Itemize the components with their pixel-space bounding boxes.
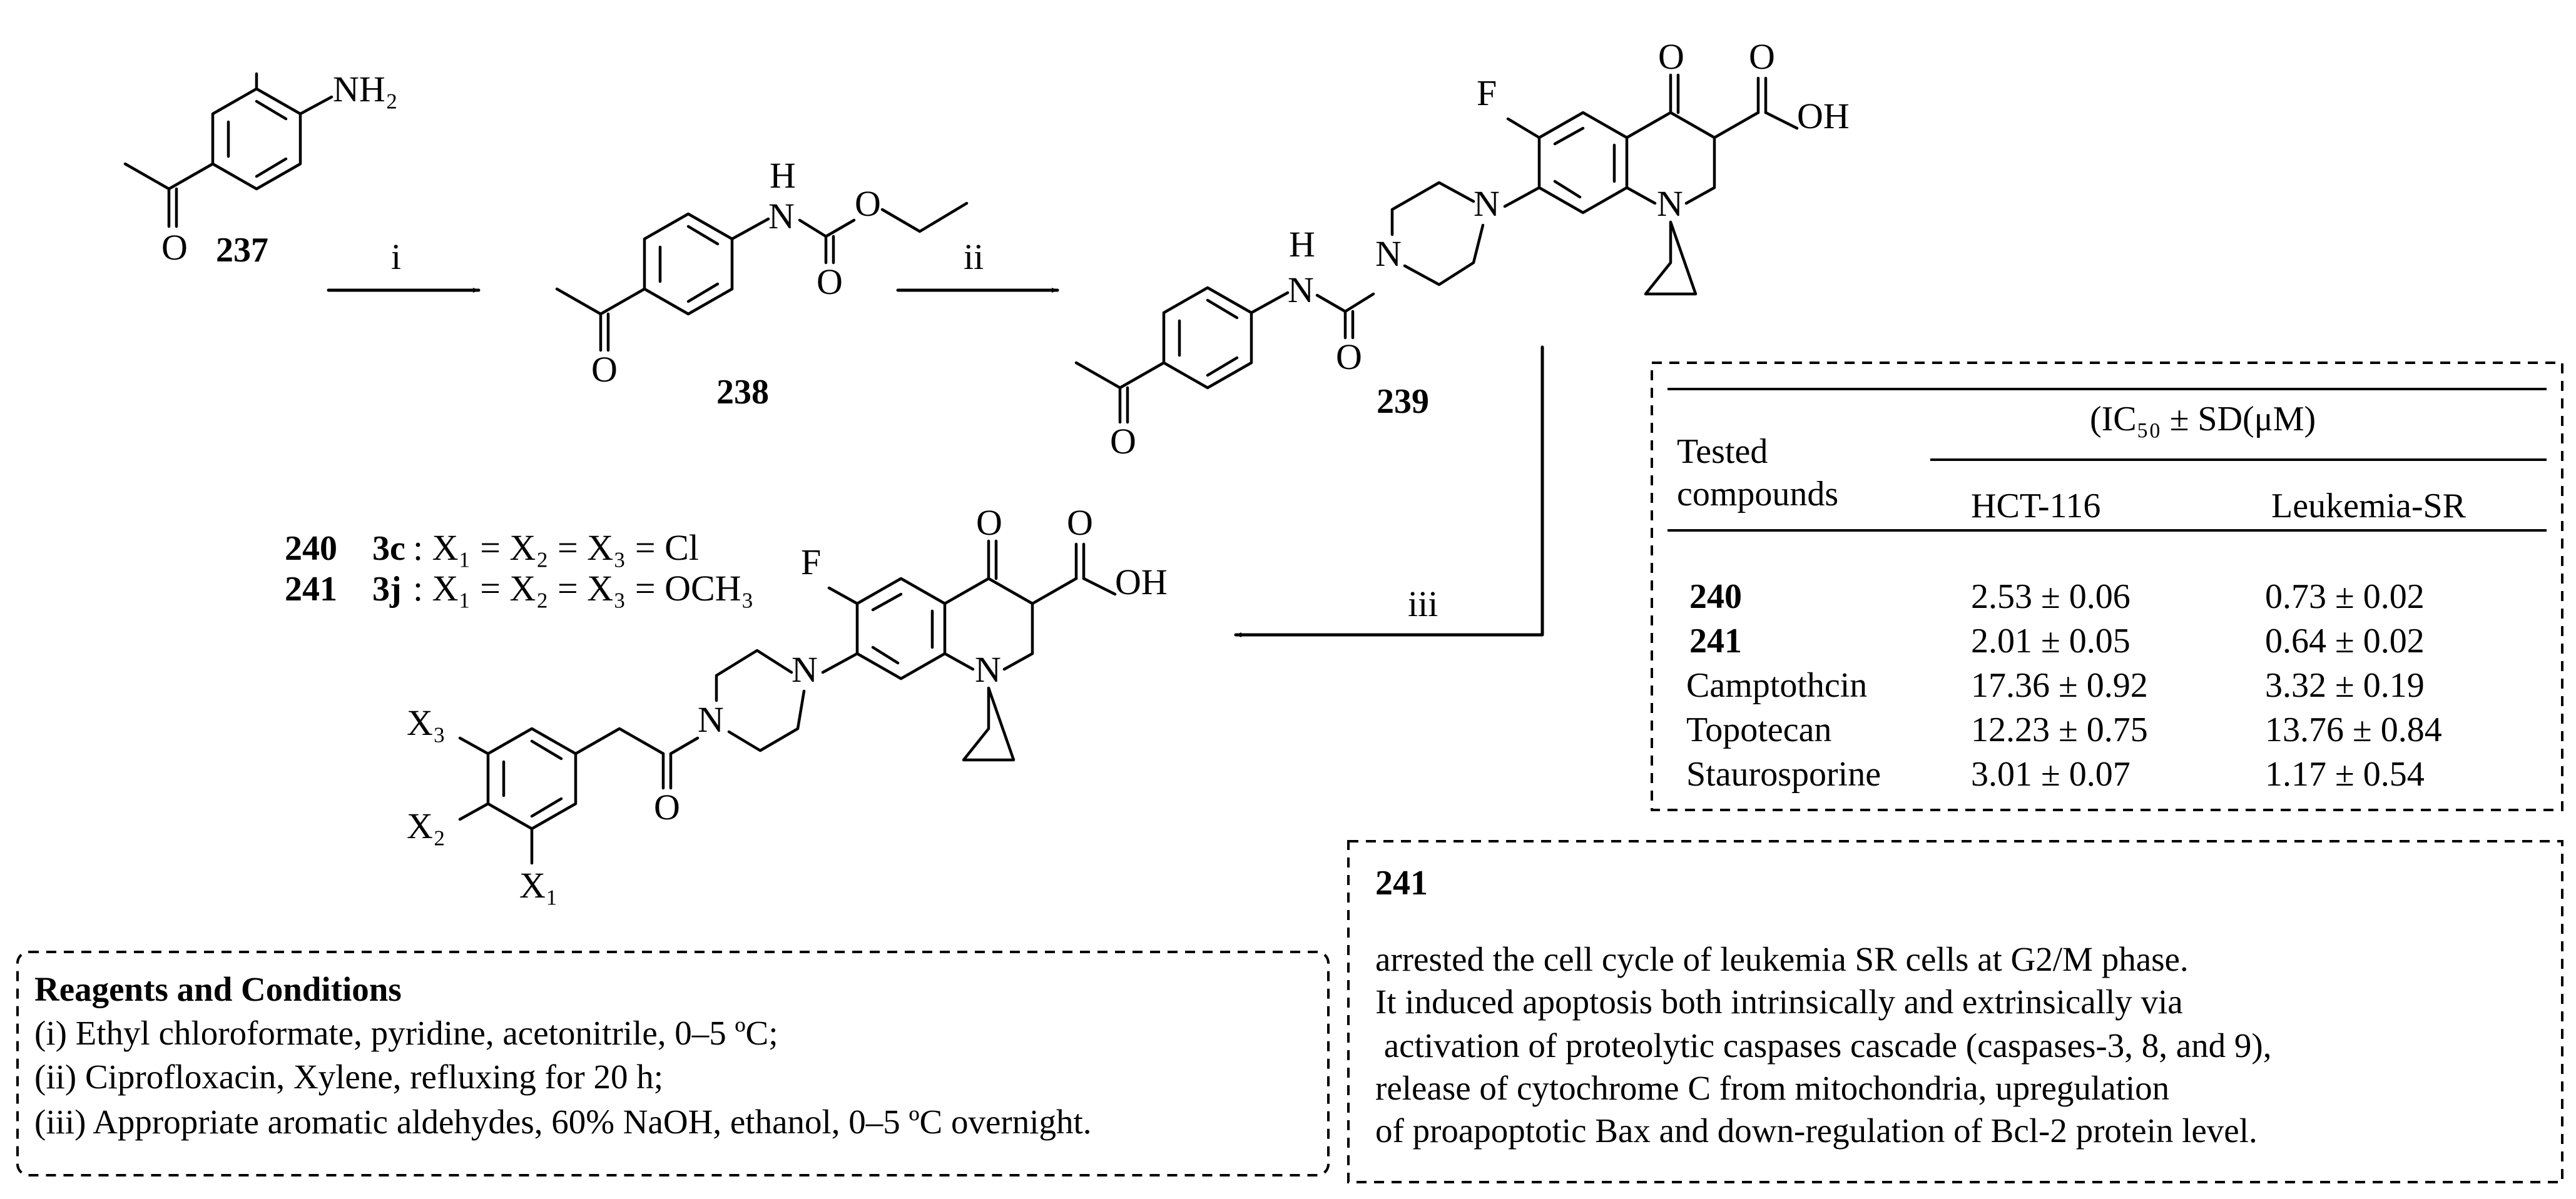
reagents-line-3: (iii) Appropriate aromatic aldehydes, 60…: [34, 1103, 1092, 1141]
carbonyl-o-label: O: [161, 227, 188, 268]
quinolone-n-label: N: [975, 649, 1001, 690]
reagents-box: Reagents and Conditions (i) Ethyl chloro…: [16, 951, 1330, 1176]
table-row: 241 2.01 ± 0.05 0.64 ± 0.02: [1689, 622, 2425, 660]
urea-o-label: O: [1336, 336, 1362, 377]
product-structure: X₃ X₂ X₁ O N N F O O OH N: [407, 502, 1168, 906]
row-compound: 241: [1689, 622, 1742, 660]
acid-oh-label: OH: [1115, 562, 1168, 602]
amide-o-label: O: [654, 787, 680, 827]
compound-238-label: 238: [716, 373, 769, 412]
step-iii-label: iii: [1408, 584, 1438, 624]
ester-o-label: O: [855, 183, 881, 224]
compound-237-label: 237: [216, 231, 268, 270]
compound-238-structure: O N H O O 238: [555, 155, 969, 412]
row-compound: Camptothcin: [1686, 666, 1867, 705]
row-leukemia-value: 3.32 ± 0.19: [2265, 666, 2425, 705]
x3-label: X₃: [407, 702, 445, 743]
reagents-title: Reagents and Conditions: [34, 970, 402, 1008]
ketone-o-label: O: [1658, 36, 1684, 77]
compound-237-structure: NH₂ O 237: [123, 69, 398, 270]
product-240-code: 3c: [372, 529, 405, 568]
table-body: 240 2.53 ± 0.06 0.73 ± 0.02 241 2.01 ± 0.05 0…: [1686, 577, 2442, 794]
findings-line-4: release of cytochrome C from mitochondri…: [1375, 1069, 2169, 1107]
table-row: 240 2.53 ± 0.06 0.73 ± 0.02: [1689, 577, 2425, 616]
product-240-number: 240: [285, 529, 337, 568]
row-hct116-value: 2.53 ± 0.06: [1971, 577, 2131, 616]
table-row: Topotecan 12.23 ± 0.75 13.76 ± 0.84: [1686, 711, 2442, 749]
row-hct116-value: 2.01 ± 0.05: [1971, 622, 2131, 660]
product-legend: 240 3c : X₁ = X₂ = X₃ = Cl 241 3j : X₁ =…: [285, 527, 754, 609]
ic50-group-header: (IC₅₀ ± SD(μM): [2090, 400, 2316, 438]
fluorine-label: F: [801, 542, 821, 582]
piperazine-n-label: N: [1375, 233, 1402, 274]
product-241-substituents: : X₁ = X₂ = X₃ = OCH₃: [413, 568, 754, 609]
urea-h-label: H: [1289, 224, 1315, 265]
tested-header-line2: compounds: [1677, 475, 1838, 513]
table-row: Staurosporine 3.01 ± 0.07 1.17 ± 0.54: [1686, 755, 2425, 794]
product-241-code: 3j: [372, 570, 402, 609]
ic50-table: (IC₅₀ ± SD(μM) Tested compounds HCT-116 …: [1651, 362, 2563, 811]
compound-239-structure: O N H O N N F O O OH N 239: [1074, 36, 1850, 462]
findings-frame: [1347, 840, 2563, 1183]
acid-oh-label: OH: [1797, 96, 1850, 136]
product-240-substituents: : X₁ = X₂ = X₃ = Cl: [413, 527, 699, 568]
carbonyl-o-label: O: [591, 349, 618, 390]
row-compound: 240: [1689, 577, 1742, 616]
findings-line-3: activation of proteolytic caspases casca…: [1375, 1026, 2271, 1065]
row-compound: Staurosporine: [1686, 755, 1881, 794]
tested-header-line1: Tested: [1677, 432, 1768, 471]
table-frame: [1651, 362, 2563, 811]
acid-o-label: O: [1067, 502, 1093, 543]
nh-h-label: H: [770, 155, 796, 196]
reagents-line-1: (i) Ethyl chloroformate, pyridine, aceto…: [34, 1014, 778, 1052]
step-i-label: i: [391, 236, 401, 277]
x1-label: X₁: [519, 865, 558, 906]
row-leukemia-value: 1.17 ± 0.54: [2265, 755, 2425, 794]
findings-title: 241: [1375, 864, 1428, 903]
hct116-header: HCT-116: [1971, 487, 2100, 525]
step-iii-arrow: iii: [1234, 345, 1544, 637]
reagents-frame: [16, 951, 1330, 1176]
row-hct116-value: 12.23 ± 0.75: [1971, 711, 2148, 749]
x2-label: X₂: [407, 806, 445, 846]
row-leukemia-value: 0.64 ± 0.02: [2265, 622, 2425, 660]
fluorine-label: F: [1477, 73, 1497, 113]
piperazine-n2-label: N: [792, 649, 818, 690]
findings-line-1: arrested the cell cycle of leukemia SR c…: [1375, 940, 2189, 978]
compound-239-label: 239: [1377, 382, 1429, 421]
step-i-arrow: i: [327, 236, 481, 293]
ketone-o-label: O: [976, 502, 1002, 543]
findings-line-2: It induced apoptosis both intrinsically …: [1375, 983, 2183, 1021]
table-row: Camptothcin 17.36 ± 0.92 3.32 ± 0.19: [1686, 666, 2425, 705]
reagents-line-2: (ii) Ciprofloxacin, Xylene, refluxing fo…: [34, 1058, 663, 1096]
row-hct116-value: 3.01 ± 0.07: [1971, 755, 2131, 794]
row-leukemia-value: 13.76 ± 0.84: [2265, 711, 2442, 749]
urea-n-label: N: [1288, 270, 1314, 310]
row-hct116-value: 17.36 ± 0.92: [1971, 666, 2148, 705]
row-leukemia-value: 0.73 ± 0.02: [2265, 577, 2425, 616]
piperazine-n-label: N: [698, 699, 724, 740]
step-ii-label: ii: [964, 236, 984, 277]
nh-n-label: N: [768, 196, 795, 236]
acid-o-label: O: [1749, 36, 1775, 77]
piperazine-n2-label: N: [1474, 183, 1500, 224]
row-compound: Topotecan: [1686, 711, 1831, 749]
leukemia-header: Leukemia-SR: [2271, 487, 2467, 525]
step-ii-arrow: ii: [896, 236, 1059, 293]
quinolone-n-label: N: [1657, 183, 1683, 224]
amine-label: NH₂: [333, 69, 398, 109]
findings-line-5: of proapoptotic Bax and down-regulation …: [1375, 1111, 2258, 1150]
product-241-number: 241: [285, 570, 337, 609]
carbamate-o-label: O: [817, 261, 843, 302]
carbonyl-o-label: O: [1110, 421, 1136, 462]
findings-box: 241 arrested the cell cycle of leukemia …: [1347, 840, 2563, 1183]
